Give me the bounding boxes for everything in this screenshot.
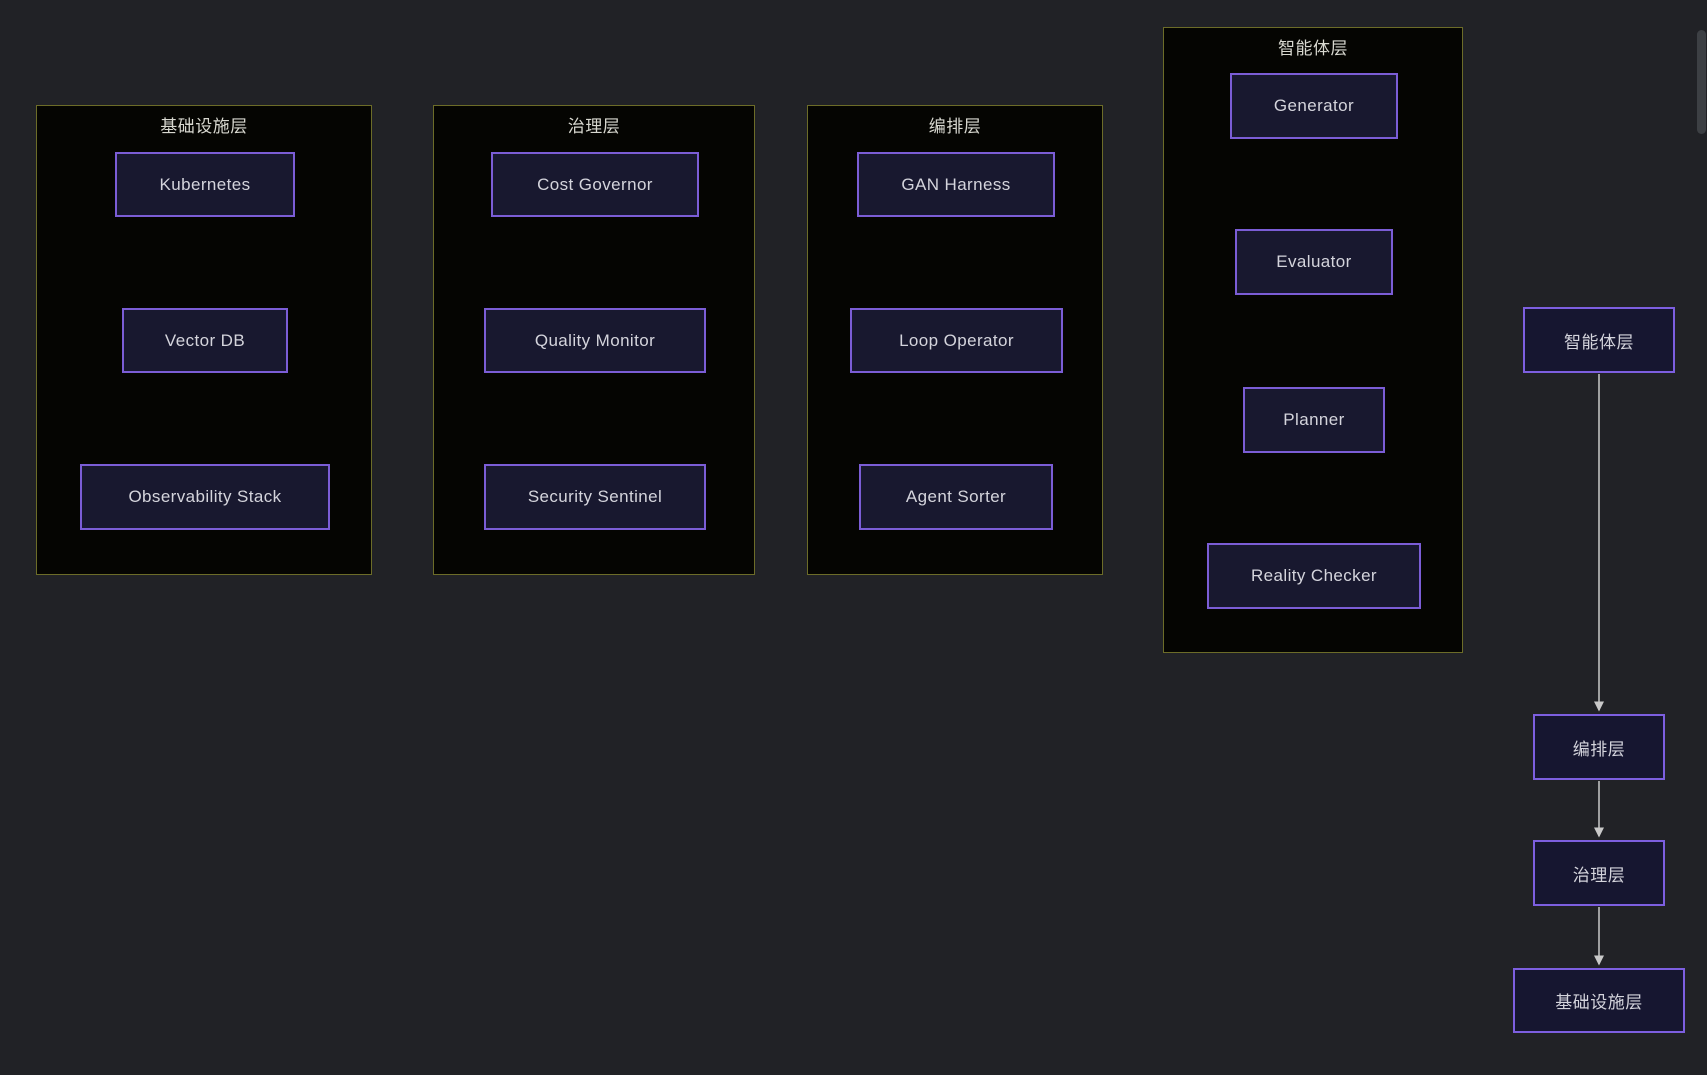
node-agent-sorter: Agent Sorter [859, 464, 1053, 530]
cluster-orchestration-layer: 编排层 GAN Harness Loop Operator Agent Sort… [807, 105, 1103, 575]
node-cost-governor-label: Cost Governor [537, 174, 653, 194]
cluster-agent-layer-title: 智能体层 [1278, 39, 1348, 58]
node-evaluator: Evaluator [1235, 229, 1393, 295]
node-security-sentinel-label: Security Sentinel [527, 487, 663, 506]
node-quality-monitor-label: Quality Monitor [534, 330, 656, 350]
node-planner: Planner [1243, 387, 1385, 453]
node-reality-checker-label: Reality Checker [1251, 566, 1377, 585]
node-cost-governor: Cost Governor [491, 152, 699, 217]
cluster-governance-layer-title: 治理层 [567, 117, 621, 136]
cluster-agent-layer: 智能体层 Generator Evaluator Planner Reality… [1163, 27, 1463, 653]
chain-node-orchestration-layer-label: 编排层 [1572, 739, 1626, 759]
node-evaluator-label: Evaluator [1276, 252, 1352, 271]
chain-node-infrastructure-layer-label: 基础设施层 [1555, 993, 1643, 1012]
node-loop-operator: Loop Operator [850, 308, 1063, 373]
node-kubernetes: Kubernetes [115, 152, 295, 217]
cluster-orchestration-layer-title: 编排层 [928, 117, 982, 136]
node-vector-db-label: Vector DB [164, 330, 246, 350]
chain-node-infrastructure-layer: 基础设施层 [1513, 968, 1685, 1033]
node-reality-checker: Reality Checker [1207, 543, 1421, 609]
node-security-sentinel: Security Sentinel [484, 464, 706, 530]
cluster-infrastructure-layer: 基础设施层 Kubernetes Vector DB Observability… [36, 105, 372, 575]
chain-node-governance-layer-label: 治理层 [1572, 865, 1626, 885]
node-gan-harness: GAN Harness [857, 152, 1055, 217]
node-vector-db: Vector DB [122, 308, 288, 373]
chain-node-orchestration-layer: 编排层 [1533, 714, 1665, 780]
chain-node-agent-layer-label: 智能体层 [1564, 332, 1634, 352]
node-generator-label: Generator [1273, 96, 1355, 115]
node-gan-harness-label: GAN Harness [901, 174, 1011, 194]
node-planner-label: Planner [1283, 410, 1345, 429]
node-loop-operator-label: Loop Operator [899, 330, 1014, 350]
node-quality-monitor: Quality Monitor [484, 308, 706, 373]
node-generator: Generator [1230, 73, 1398, 139]
cluster-governance-layer: 治理层 Cost Governor Quality Monitor Securi… [433, 105, 755, 575]
node-observability-stack: Observability Stack [80, 464, 330, 530]
node-observability-stack-label: Observability Stack [128, 487, 282, 506]
node-kubernetes-label: Kubernetes [159, 174, 251, 194]
node-agent-sorter-label: Agent Sorter [905, 487, 1007, 506]
cluster-infrastructure-layer-title: 基础设施层 [160, 117, 248, 136]
chain-node-agent-layer: 智能体层 [1523, 307, 1675, 373]
vertical-scrollbar-thumb[interactable] [1697, 30, 1706, 134]
chain-node-governance-layer: 治理层 [1533, 840, 1665, 906]
